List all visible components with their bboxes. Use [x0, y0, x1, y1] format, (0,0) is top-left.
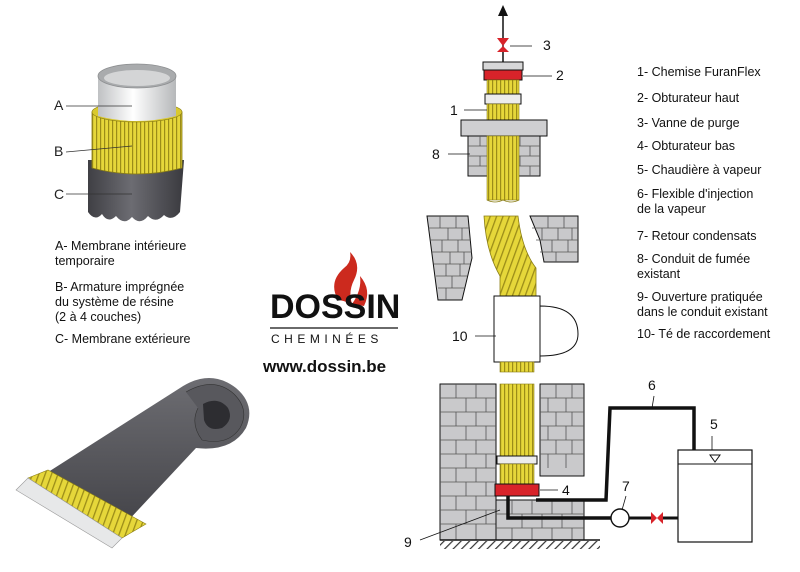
legend-7: 7- Retour condensats	[637, 229, 757, 243]
callout-3: 3	[543, 37, 551, 53]
brand-logo-sub: CHEMINÉES	[271, 332, 383, 346]
legend-b-line2: du système de résine	[55, 295, 174, 309]
callout-7: 7	[622, 478, 630, 494]
label-c: C	[54, 186, 65, 202]
top-section	[448, 5, 552, 203]
callout-6: 6	[648, 377, 656, 393]
callout-2: 2	[556, 67, 564, 83]
legend-b-line1: B- Armature imprégnée	[55, 280, 185, 294]
legend-1: 1- Chemise FuranFlex	[637, 65, 761, 79]
legend-10: 10- Té de raccordement	[637, 327, 771, 341]
legend-b-line3: (2 à 4 couches)	[55, 310, 142, 324]
legend-c-line1: C- Membrane extérieure	[55, 332, 191, 346]
legend-6: 6- Flexible d'injection de la vapeur	[637, 187, 753, 217]
legend-5: 5- Chaudière à vapeur	[637, 163, 762, 177]
callout-1: 1	[450, 102, 458, 118]
legend-c: C- Membrane extérieure	[55, 332, 190, 347]
legend-6-line1: 6- Flexible d'injection	[637, 187, 754, 201]
legend-a: A- Membrane intérieure temporaire	[55, 239, 186, 269]
callout-8: 8	[432, 146, 440, 162]
sleeve-cutaway	[88, 63, 184, 222]
legend-8: 8- Conduit de fumée existant	[637, 252, 750, 282]
website-url: www.dossin.be	[263, 357, 387, 376]
label-a: A	[54, 97, 64, 113]
legend-b: B- Armature imprégnée du système de rési…	[55, 280, 184, 325]
callout-5: 5	[710, 416, 718, 432]
legend-9-line1: 9- Ouverture pratiquée	[637, 290, 763, 304]
bottom-section	[419, 383, 753, 549]
legend-8-line1: 8- Conduit de fumée	[637, 252, 751, 266]
dossin-flame-logo	[270, 252, 398, 329]
legend-9-line2: dans le conduit existant	[637, 305, 768, 319]
legend-9: 9- Ouverture pratiquée dans le conduit e…	[637, 290, 768, 320]
legend-4: 4- Obturateur bas	[637, 139, 735, 153]
legend-a-line2: temporaire	[55, 254, 115, 268]
sleeve-leaders	[65, 105, 133, 195]
legend-6-line2: de la vapeur	[637, 202, 706, 216]
middle-section	[426, 215, 579, 373]
callout-9: 9	[404, 534, 412, 550]
legend-a-line1: A- Membrane intérieure	[55, 239, 187, 253]
brand-logo-text: DOSSIN	[270, 288, 401, 326]
label-b: B	[54, 143, 64, 159]
callout-10: 10	[452, 328, 468, 344]
legend-8-line2: existant	[637, 267, 681, 281]
rolled-liner	[15, 378, 250, 549]
callout-4: 4	[562, 482, 570, 498]
legend-2: 2- Obturateur haut	[637, 91, 740, 105]
legend-3: 3- Vanne de purge	[637, 116, 740, 130]
